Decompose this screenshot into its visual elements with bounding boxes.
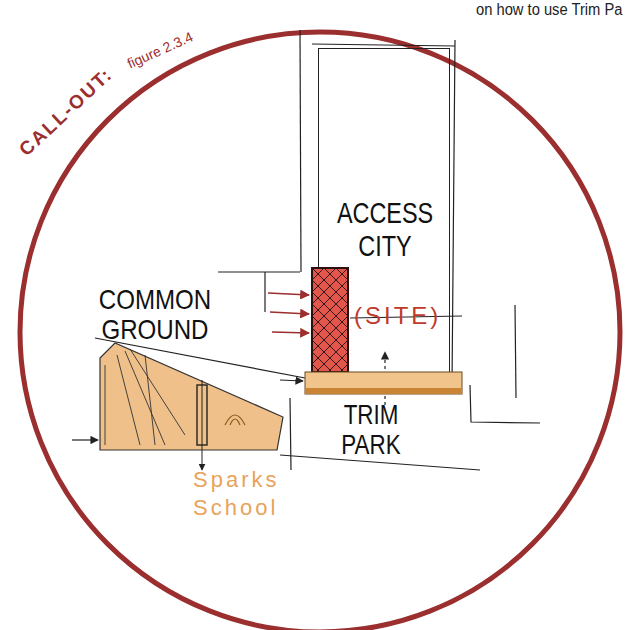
- callout-title: CALL-OUT:: [15, 63, 117, 160]
- node-shape: [305, 372, 462, 394]
- school-name: Sparks School: [193, 466, 289, 522]
- school-area: COMMON GROUND Sparks School: [85, 285, 290, 525]
- site-hatch: [312, 268, 348, 372]
- park-fill: [305, 372, 462, 394]
- park-title: TRIM PARK: [334, 400, 408, 460]
- school-court: [225, 415, 245, 425]
- park-edge: [305, 388, 462, 394]
- block-sketch: [312, 40, 455, 385]
- cut-off-note: on how to use Trim Pa: [476, 1, 622, 19]
- street-line: [470, 385, 540, 423]
- site-label: (SITE): [354, 302, 474, 330]
- park-band: TRIM PARK: [305, 372, 462, 394]
- sketch-lines: [95, 30, 540, 470]
- block-title: ACCESS CITY: [334, 196, 437, 262]
- street-line: [264, 272, 265, 312]
- school-sketch: [105, 349, 185, 445]
- site-box: (SITE): [312, 268, 348, 372]
- approach-arrow: [272, 332, 309, 333]
- street-line: [218, 271, 300, 272]
- street-line: [300, 30, 301, 272]
- approach-arrow: [270, 312, 309, 314]
- approach-arrow: [268, 293, 309, 295]
- callout-circle: [20, 32, 620, 630]
- entry-arrow: [72, 439, 98, 440]
- school-footprint: [100, 343, 283, 450]
- area-title: COMMON GROUND: [95, 285, 215, 345]
- node-shape: [312, 268, 348, 372]
- school-arrow: [202, 380, 203, 470]
- entry-arrow: [280, 380, 303, 381]
- street-line: [290, 398, 291, 470]
- street-line: [515, 305, 516, 398]
- approach-arrows: [268, 293, 309, 333]
